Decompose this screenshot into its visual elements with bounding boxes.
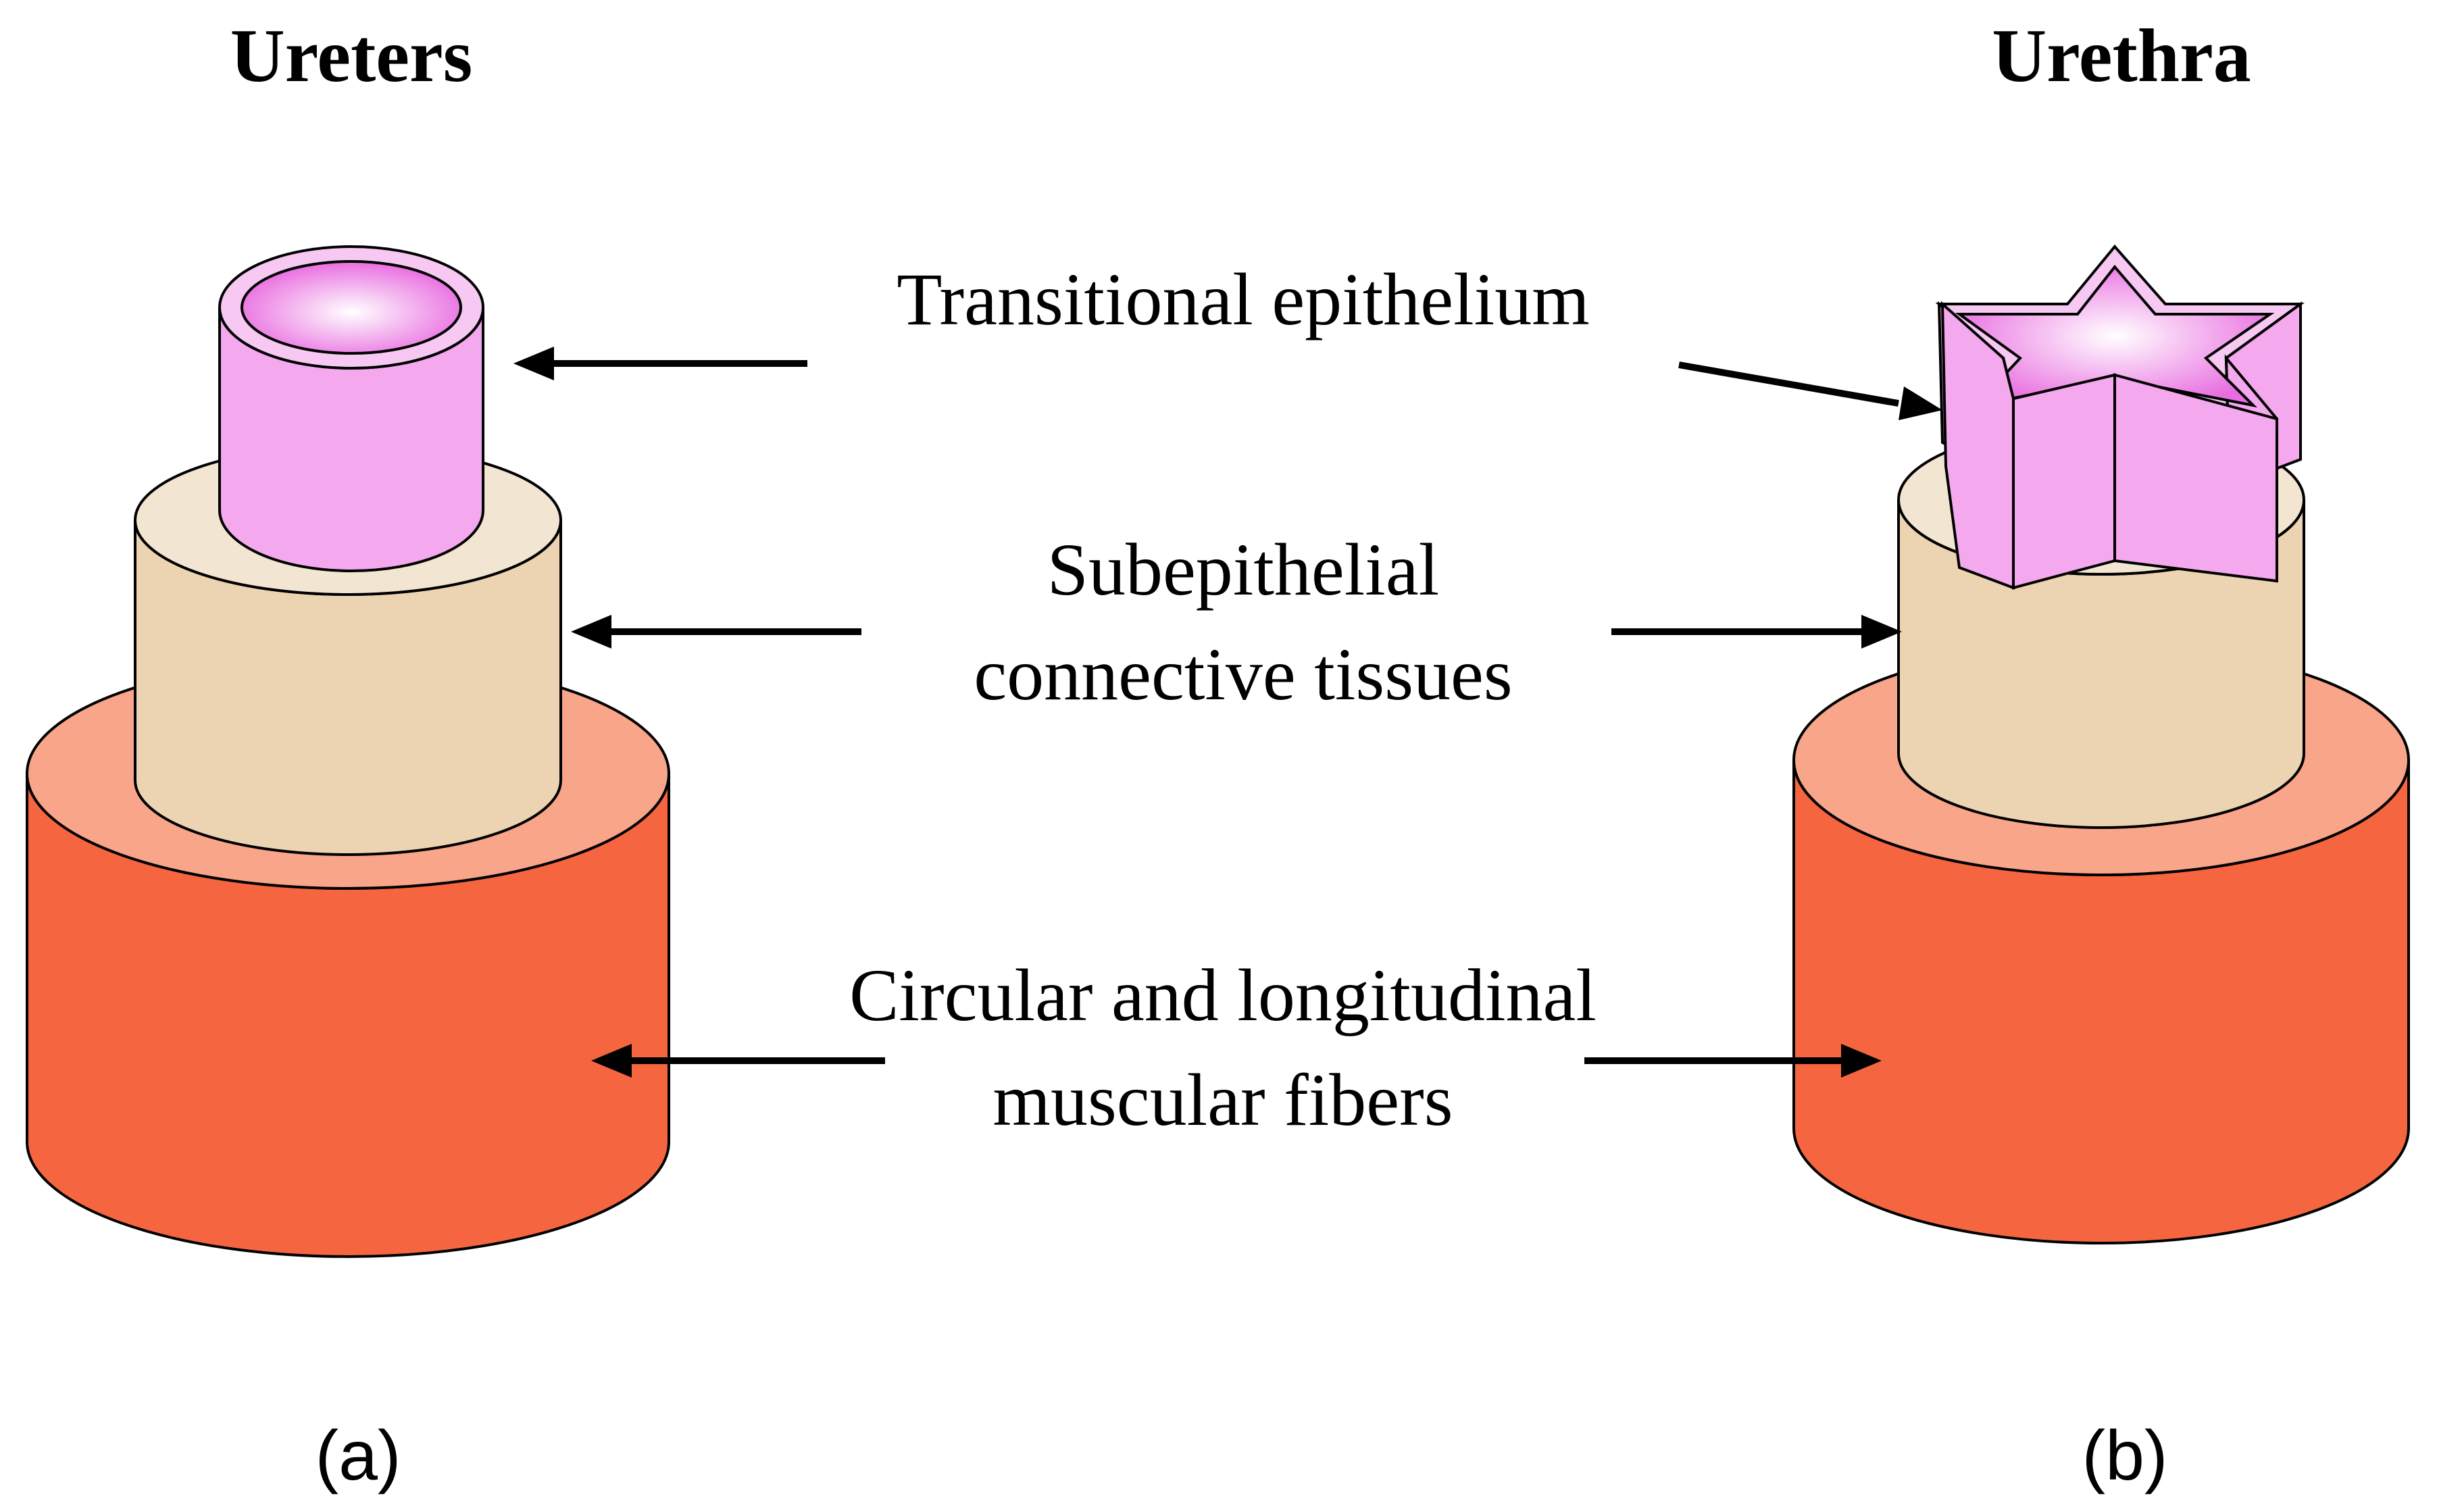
- connective-label-line2: connective tissues: [974, 633, 1512, 715]
- arrow-connective-left: [571, 615, 861, 649]
- arrow-epithelium-left: [513, 347, 807, 380]
- arrow-epithelium-right: [1678, 361, 1942, 420]
- ureters-model: [26, 245, 670, 1258]
- muscular-label-line2: muscular fibers: [993, 1059, 1453, 1141]
- arrow-muscular-left: [591, 1044, 885, 1078]
- connective-label-line1: Subepithelial: [1047, 528, 1439, 611]
- urethra-model: [1792, 244, 2410, 1244]
- ureters-title: Ureters: [230, 14, 473, 98]
- ureters-lumen: [241, 260, 462, 355]
- arrow-muscular-right: [1584, 1044, 1882, 1078]
- urethra-epithelium-layer: [1935, 244, 2305, 590]
- panel-a-label: (a): [315, 1417, 401, 1495]
- arrow-connective-right: [1611, 615, 1902, 649]
- ureters-epithelium-layer: [218, 245, 484, 572]
- muscular-label-line1: Circular and longitudinal: [849, 954, 1597, 1036]
- panel-b-label: (b): [2082, 1417, 2167, 1495]
- urethra-title: Urethra: [1992, 14, 2251, 98]
- epithelium-label: Transitional epithelium: [897, 258, 1590, 341]
